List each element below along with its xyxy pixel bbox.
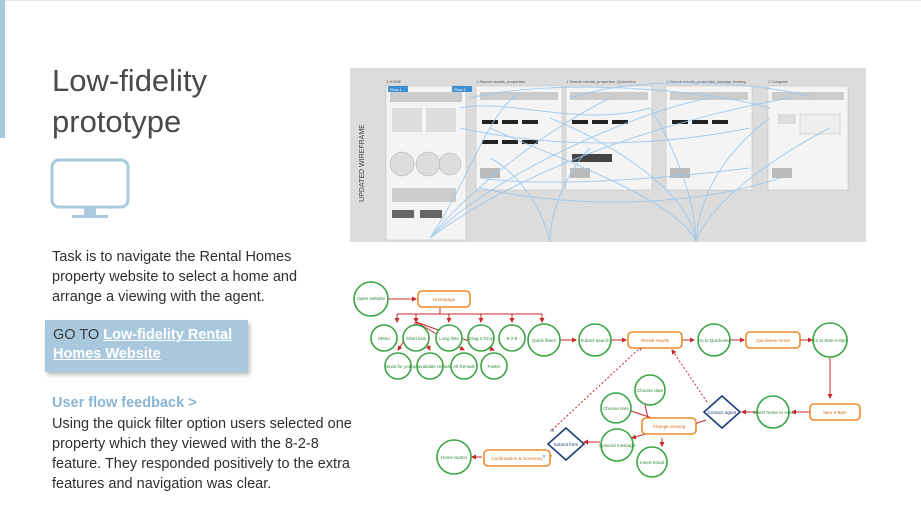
label-828: 8-2-8	[507, 336, 518, 341]
node-homepage	[417, 290, 471, 308]
website-link[interactable]: Low-fidelity Rental Homes Website	[53, 327, 233, 362]
label-arrange-viewing: Arrange viewing	[653, 424, 686, 429]
node-confirmation	[483, 449, 551, 467]
node-rental-results	[627, 331, 683, 349]
label-short-lists: Short lists	[406, 336, 427, 341]
node-menu	[370, 324, 398, 352]
label-long-lists: Long lists	[439, 336, 459, 341]
node-828	[498, 324, 526, 352]
label-contact-agent: Contact agent	[708, 410, 737, 415]
feedback-text: Using the quick filter option users sele…	[52, 416, 352, 492]
label-go-to-8am: Go to 8am-2-8pm	[812, 338, 848, 343]
label-choose-time: Choose time	[603, 406, 629, 411]
wire-connections	[429, 82, 831, 242]
label-menu: Menu	[378, 336, 390, 341]
label-quick-filters: Quick filters	[532, 338, 557, 343]
wire-screen-label-4: 1 Search results_properties_Arrange view…	[666, 79, 746, 84]
flow1-tag: Flow 1	[390, 87, 403, 92]
node-all-rentals	[450, 352, 478, 380]
node-faster	[480, 352, 508, 380]
label-go-to-quickview: Go to Quickview	[697, 338, 731, 343]
wire-screen-label-5: 1 Congrats	[768, 79, 788, 84]
wireframe-side-label: UPDATED WIREFRAME	[359, 124, 366, 202]
label-home-button: Home button	[441, 455, 468, 460]
node-submit-search	[578, 323, 612, 357]
node-quick-filters	[527, 323, 561, 357]
label-drag-n-drop: Drag n Drop	[468, 336, 493, 341]
label-optional-message: Optional message	[598, 443, 635, 448]
wire-screen-label-2: 1 Search results_properties	[476, 79, 525, 84]
label-n: N	[550, 428, 553, 433]
label-quickview-rental: Quickview rental	[756, 338, 790, 343]
label-select-home: Select home to view	[752, 410, 794, 415]
label-y: Y	[542, 454, 545, 459]
node-news-for-you	[384, 352, 412, 380]
node-8am	[809, 403, 861, 421]
label-homepage: Homepage	[433, 297, 456, 302]
node-select-home	[756, 395, 790, 429]
wire-screen-label-3: 1 Search results_properties_Quickview	[566, 79, 635, 84]
feedback-heading-link[interactable]: User flow feedback >	[52, 395, 197, 411]
node-drag-n-drop	[467, 324, 495, 352]
label-faster: Faster	[487, 364, 500, 369]
label-submit-search: Submit search	[580, 338, 610, 343]
top-divider	[0, 0, 921, 1]
label-8am: 8am-2-8pm	[823, 410, 847, 415]
node-short-lists	[402, 324, 430, 352]
label-submit-form: Submit form	[554, 442, 579, 447]
accent-bar	[0, 0, 5, 138]
label-confirmation: Confirmation & Summary	[491, 456, 543, 461]
wire-screen-label-1: 1 HOME	[386, 79, 402, 84]
task-description: Task is to navigate the Rental Homes pro…	[52, 249, 298, 305]
node-submit-form	[546, 426, 586, 462]
node-choose-date	[634, 374, 666, 406]
node-quickview-rental	[745, 331, 801, 349]
label-all-rentals: All Rentals	[453, 364, 476, 369]
wireframe-image: UPDATED WIREFRAME	[350, 68, 866, 242]
title-line-2: prototype	[52, 104, 182, 139]
node-optional-message	[600, 428, 634, 462]
node-home-button	[436, 439, 472, 475]
label-top-available: Top available rentals	[409, 364, 452, 369]
wire-screen-arrange	[665, 85, 753, 191]
label-choose-date: Choose date	[637, 388, 663, 393]
node-long-lists	[435, 324, 463, 352]
goto-prefix: GO TO	[53, 327, 104, 343]
goto-website-button[interactable]: GO TO Low-fidelity Rental Homes Website	[45, 320, 248, 372]
title-line-1: Low-fidelity	[52, 63, 208, 98]
wire-screen-quickview	[565, 85, 653, 191]
node-go-to-quickview	[697, 323, 731, 357]
monitor-icon	[50, 158, 130, 218]
wire-screen-congrats	[767, 85, 849, 191]
node-insert-email	[636, 446, 668, 478]
wire-screen-home	[385, 85, 467, 241]
node-top-available	[416, 352, 444, 380]
label-open-website: Open website	[357, 296, 386, 301]
label-insert-email: Insert email	[640, 460, 664, 465]
label-rental-results: Rental results	[641, 338, 670, 343]
node-open-website	[353, 281, 389, 317]
slide-title: Low-fidelity prototype	[52, 60, 312, 142]
node-arrange-viewing	[641, 417, 697, 435]
label-news-for-you: News for you	[385, 364, 412, 369]
user-flow-diagram: Open website Homepage Menu Short lists L…	[353, 281, 861, 478]
node-contact-agent	[702, 394, 742, 430]
node-choose-time	[600, 392, 632, 424]
node-go-to-8am	[812, 322, 848, 358]
flow2-tag: Flow 2	[454, 87, 467, 92]
